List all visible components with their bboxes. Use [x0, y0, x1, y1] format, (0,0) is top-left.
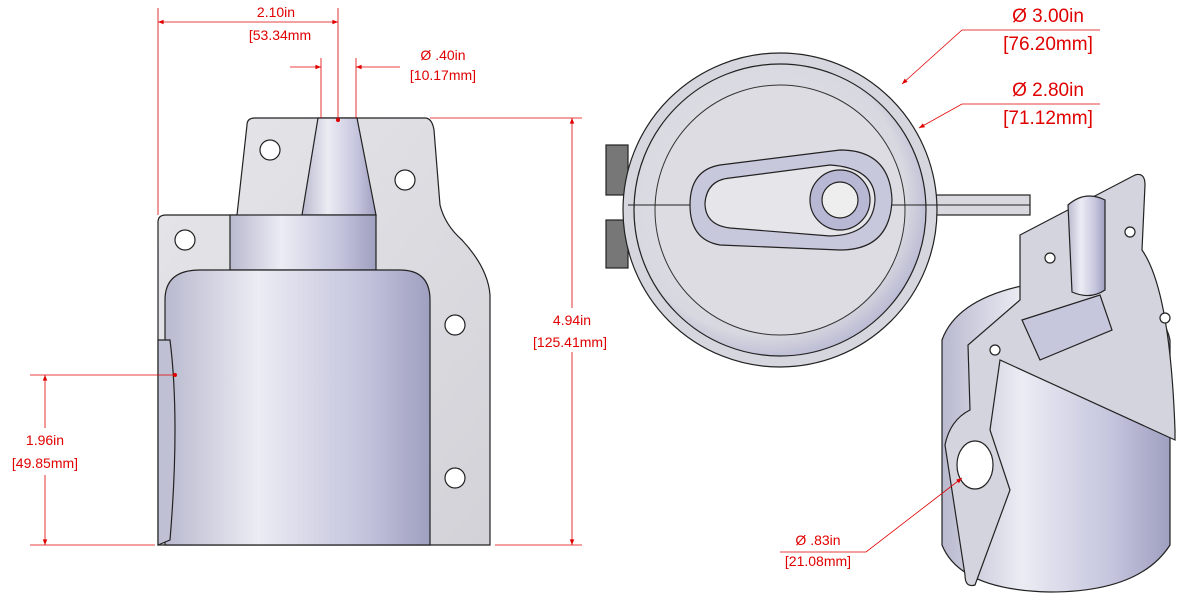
- dimension-text-in: 4.94in: [553, 312, 591, 328]
- port-hole: [821, 181, 859, 219]
- dimension-text-in: 2.10in: [257, 4, 295, 20]
- dimension-dia-2-80: Ø 2.80in [71.12mm]: [918, 80, 1100, 129]
- dimension-text-mm: [71.12mm]: [1003, 108, 1093, 129]
- dimension-text-in: Ø .40in: [420, 47, 465, 63]
- mounting-hole: [444, 314, 466, 336]
- dimension-dia-0-83: Ø .83in [21.08mm]: [780, 477, 963, 569]
- dimension-height-4-94: 4.94in [125.41mm]: [430, 117, 607, 546]
- dimension-text-mm: [53.34mm: [249, 27, 311, 43]
- dimension-text-mm: [125.41mm]: [533, 334, 607, 350]
- iso-boss: [1021, 294, 1113, 361]
- iso-plate: [944, 173, 1176, 587]
- mounting-hole: [1124, 226, 1136, 238]
- top-view: [605, 52, 1031, 368]
- side-port: [157, 339, 176, 546]
- dimension-text-mm: [10.17mm]: [410, 67, 476, 83]
- dimension-height-1-96: 1.96in [49.85mm]: [12, 374, 175, 546]
- mounting-hole: [1159, 312, 1171, 324]
- boss-block: [229, 214, 377, 271]
- mounting-hole: [259, 139, 281, 161]
- dimension-text-in: Ø 2.80in: [1012, 80, 1084, 101]
- dimension-nozzle-dia-0-40: Ø .40in [10.17mm]: [290, 47, 476, 118]
- cylinder-body: [164, 269, 431, 546]
- mounting-hole: [444, 467, 466, 489]
- dimension-text-in: Ø .83in: [795, 532, 840, 548]
- dimension-text-mm: [21.08mm]: [785, 553, 851, 569]
- dimension-text-mm: [49.85mm]: [12, 455, 78, 471]
- mounting-hole: [1044, 252, 1056, 264]
- mounting-hole: [174, 229, 196, 251]
- dimension-dia-3-00: Ø 3.00in [76.20mm]: [901, 6, 1100, 85]
- dimension-text-in: 1.96in: [26, 432, 64, 448]
- mounting-hole: [989, 344, 1001, 356]
- front-view: [157, 117, 491, 546]
- isometric-view: [941, 173, 1176, 593]
- iso-nozzle: [1067, 195, 1106, 297]
- iso-side-port: [956, 440, 994, 490]
- dimension-text-mm: [76.20mm]: [1003, 34, 1093, 55]
- mounting-hole: [394, 169, 416, 191]
- dimension-text-in: Ø 3.00in: [1012, 6, 1084, 27]
- reference-point: [336, 118, 340, 122]
- dimension-width-2-10: 2.10in [53.34mm: [157, 4, 339, 215]
